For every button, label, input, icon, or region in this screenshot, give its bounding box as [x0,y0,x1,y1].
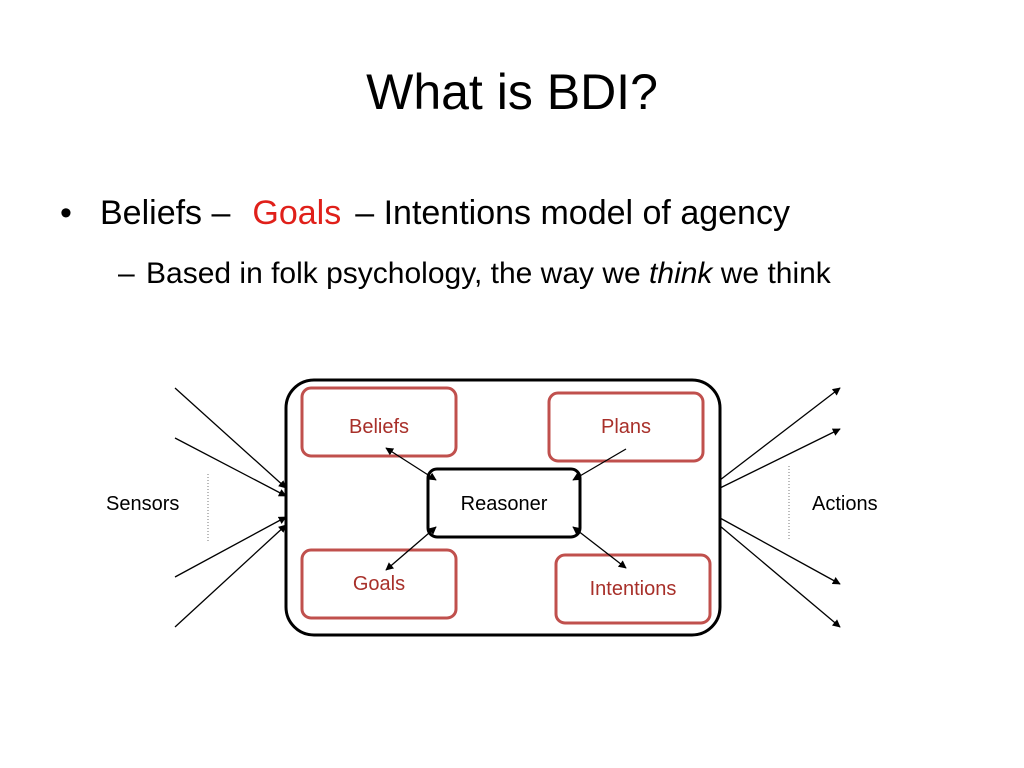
beliefs-label: Beliefs [348,416,410,438]
intentions-reasoner-arrow [572,526,627,569]
bullet-suffix: – Intentions model of agency [355,194,790,232]
sub-bullet-text: Based in folk psychology, the way we thi… [118,252,918,296]
sub-bullet-dash: – [118,257,135,290]
actions-label: Actions [812,493,878,515]
action-output-arrow [719,387,841,481]
sensor-input-arrow [174,524,287,628]
action-output-arrow [719,517,841,585]
plans-box [547,391,705,463]
bullet-bdi-model: • Beliefs – Goals – Intentions model of age… [60,188,790,238]
bullet-goals-highlight: Goals [252,194,342,232]
intentions-box [554,553,712,625]
bullet-dot: • [60,194,72,232]
reasoner-label: Reasoner [460,493,548,515]
goals-label: Goals [352,573,406,595]
beliefs-reasoner-arrow [385,447,437,481]
sensor-input-arrow [174,516,287,578]
sensors-label: Sensors [106,493,180,515]
sub-bullet-text-after: we think [712,257,831,290]
reasoner-box [426,467,582,539]
bullet-prefix: Beliefs – [100,194,231,232]
sub-bullet-folk-psychology: – Based in folk psychology, the way we t… [118,252,918,296]
action-output-arrow [719,525,841,628]
sensor-input-arrow [174,387,287,489]
beliefs-box [300,386,458,458]
sensor-input-arrow [174,437,287,497]
slide-title: What is BDI? [366,64,658,120]
agent-boundary [284,378,722,637]
plans-reasoner-arrow [572,448,627,481]
sub-bullet-text-before: Based in folk psychology, the way we [146,257,650,290]
action-output-arrow [719,428,841,489]
sub-bullet-emphasis: think [649,257,713,290]
intentions-label: Intentions [589,578,677,600]
goals-reasoner-arrow [385,526,437,571]
plans-label: Plans [600,416,652,438]
